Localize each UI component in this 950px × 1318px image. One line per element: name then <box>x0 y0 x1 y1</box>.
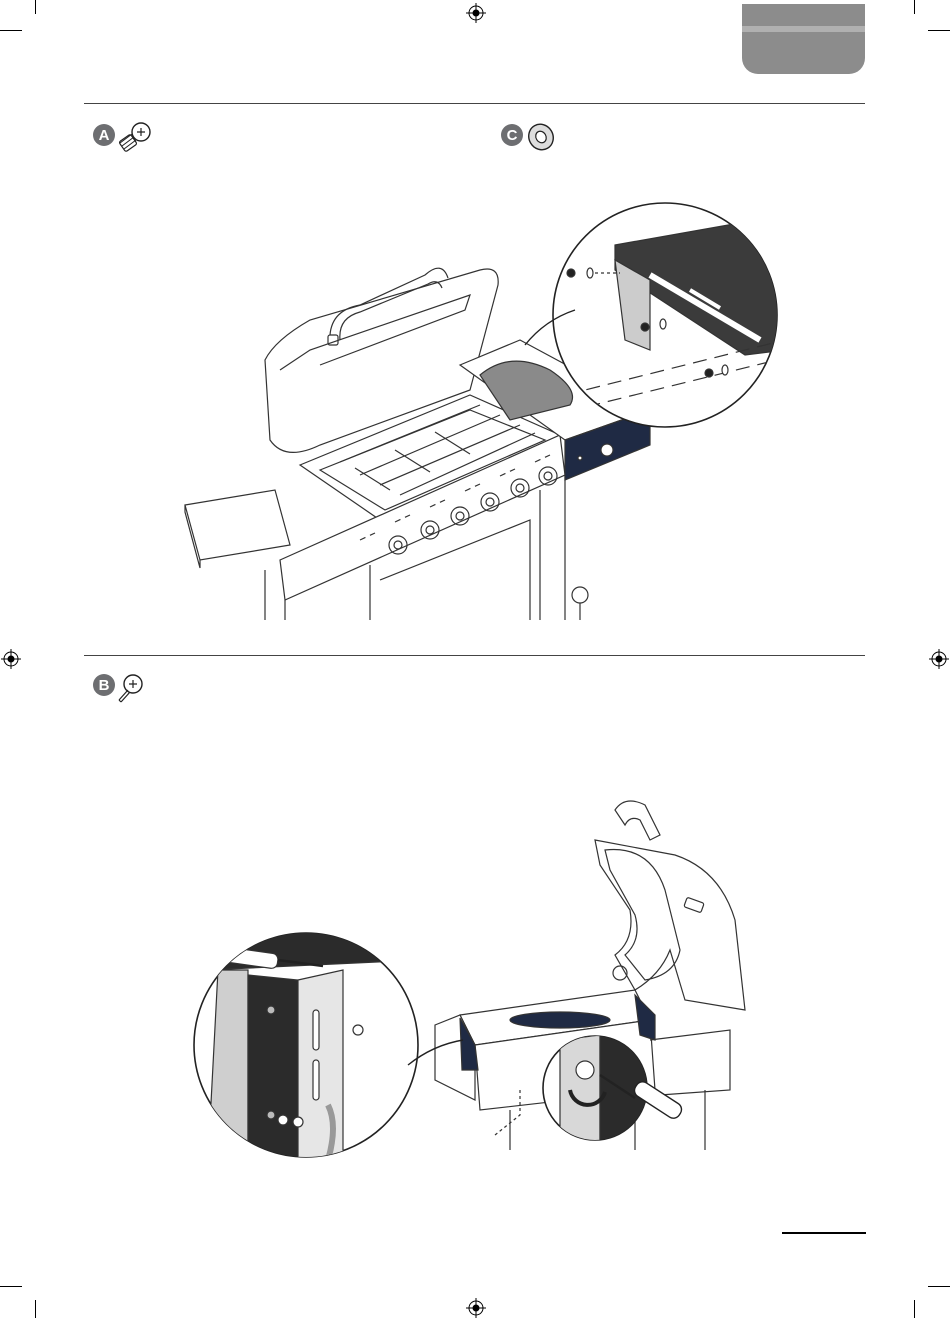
step-c-zoom-detail <box>505 200 785 435</box>
page-footer-line <box>782 1232 866 1234</box>
crop-mark <box>914 0 915 14</box>
crop-mark <box>35 0 36 14</box>
registration-mark-icon <box>466 1298 486 1318</box>
step-b-small-zoom-detail <box>540 1030 700 1150</box>
crop-mark <box>928 30 950 31</box>
section-divider <box>84 103 865 104</box>
registration-mark-icon <box>929 649 949 669</box>
step-c-badge: C <box>501 124 523 146</box>
registration-mark-icon <box>1 649 21 669</box>
step-a-badge: A <box>93 124 115 146</box>
washer-icon <box>524 120 558 154</box>
crop-mark <box>0 1286 22 1287</box>
crop-mark <box>35 1300 36 1318</box>
screw-icon <box>115 672 145 704</box>
bolt-with-spring-washer-icon <box>116 120 152 154</box>
registration-mark-icon <box>466 3 486 23</box>
crop-mark <box>928 1286 950 1287</box>
step-b-zoom-detail <box>188 930 478 1160</box>
step-b-badge: B <box>93 674 115 696</box>
crop-mark <box>914 1300 915 1318</box>
section-tab <box>742 4 865 74</box>
section-divider <box>84 655 865 656</box>
crop-mark <box>0 30 22 31</box>
